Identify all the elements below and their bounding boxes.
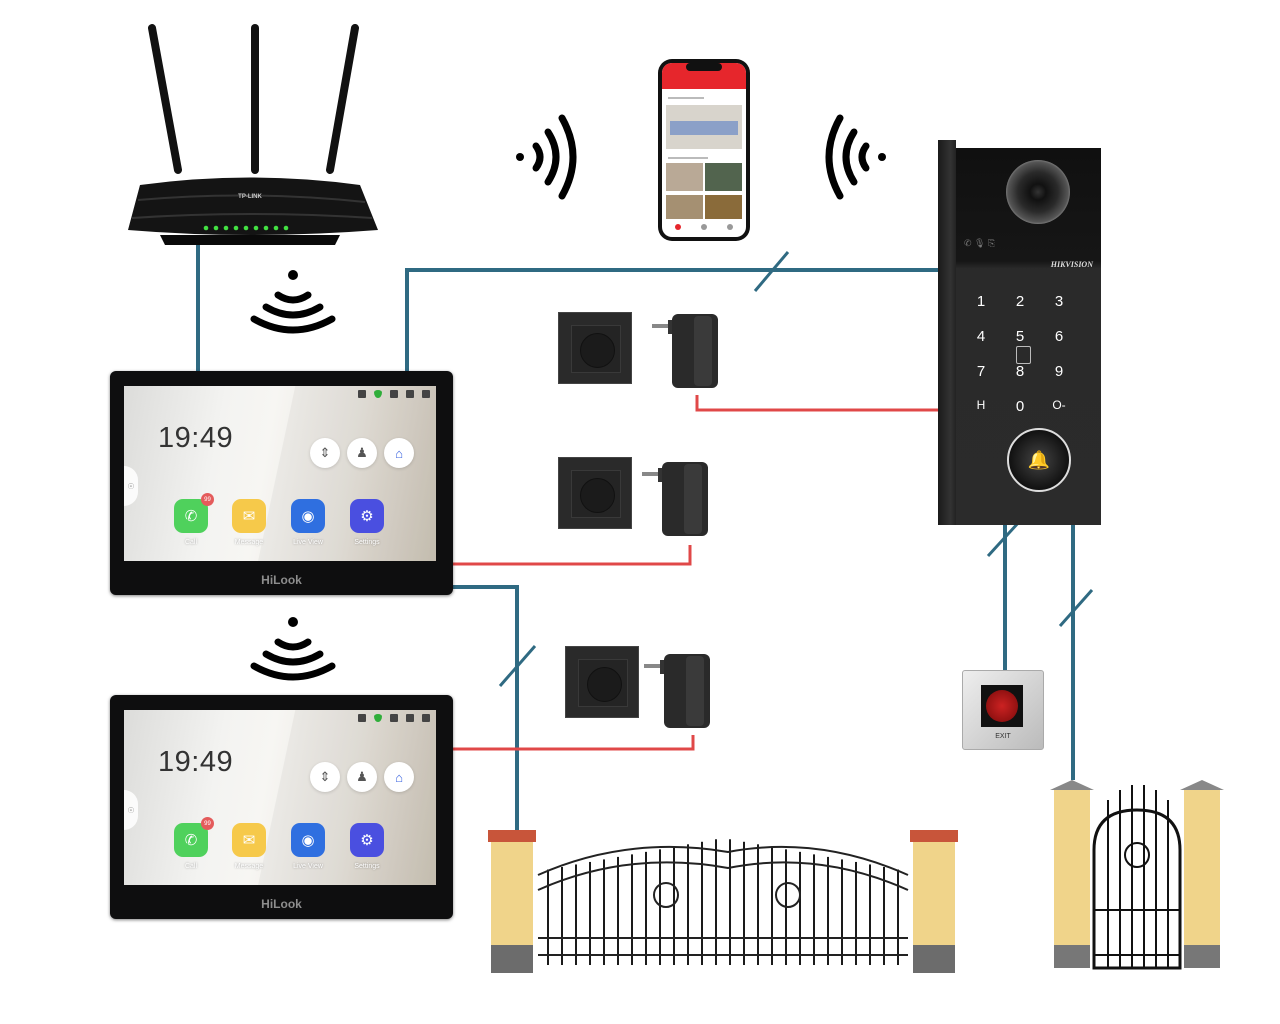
wire-monitor-to-door-station (405, 268, 938, 372)
power-wire-door-station (695, 395, 938, 412)
router-icon: TP-LINK (128, 24, 378, 245)
call-app-button[interactable]: ✆ 99 (174, 493, 214, 533)
keypad-key[interactable]: 4 (976, 328, 986, 345)
clock: 19:49 (158, 422, 234, 454)
keypad-key[interactable]: 2 (1015, 293, 1025, 310)
wicket-gate (1050, 780, 1224, 970)
keypad-key[interactable]: 8 (1015, 363, 1025, 380)
brick-pillar (488, 830, 536, 973)
envelope-icon: ✉ (242, 508, 256, 525)
keypad-key[interactable]: 0 (1015, 398, 1025, 415)
keypad-key[interactable]: H (976, 398, 986, 412)
message-app-button[interactable]: ✉ (232, 499, 266, 533)
app-label: Message (234, 863, 264, 870)
app-label: Call (184, 863, 198, 870)
smartphone-icon (658, 59, 750, 241)
app-label: Live View (293, 863, 323, 870)
keypad-key[interactable]: 3 (1054, 293, 1064, 310)
monitor-screen: 19:49 ⇕ ♟ ⌂ ☉ ✆ 99 Call ✉ Message ◉ Live… (124, 386, 436, 561)
brick-pillar (1180, 780, 1224, 968)
keypad-key[interactable]: 1 (976, 293, 986, 310)
live-view-app-button[interactable]: ◉ (291, 823, 325, 857)
keypad-key[interactable]: 7 (976, 363, 986, 380)
wall-socket (558, 457, 632, 529)
monitor-brand: HiLook (261, 573, 302, 587)
power-adapter-icon (652, 314, 718, 388)
guard-icon[interactable]: ♟ (347, 438, 377, 468)
call-app-button[interactable]: ✆ 99 (174, 817, 214, 857)
wire-monitors-to-gate-lock (453, 585, 519, 830)
power-adapter-icon (644, 654, 710, 728)
wireless-signal-icon (516, 114, 577, 200)
indoor-monitor: 19:49 ⇕ ♟ ⌂ ☉ ✆ 99 Call ✉ Message ◉ Live… (110, 695, 453, 919)
phone-icon: ✆ (184, 508, 198, 525)
app-label: Call (184, 539, 198, 546)
power-wire-monitor-2 (453, 735, 695, 751)
wall-socket (558, 312, 632, 384)
exit-button[interactable]: EXIT (962, 670, 1044, 750)
call-badge: 99 (201, 817, 214, 830)
keypad-key[interactable]: 5 (1015, 328, 1025, 345)
elevator-icon[interactable]: ⇕ (310, 762, 340, 792)
clock: 19:49 (158, 746, 234, 778)
indoor-monitor: 19:49 ⇕ ♟ ⌂ ☉ ✆ 99 Call ✉ Message ◉ Live… (110, 371, 453, 595)
side-panel-tab[interactable]: ☉ (124, 790, 138, 830)
wifi-icon (250, 270, 336, 334)
app-label: Settings (354, 863, 380, 870)
cable-marker (986, 520, 1021, 558)
home-user-icon[interactable]: ⌂ (384, 762, 414, 792)
live-view-app-button[interactable]: ◉ (291, 499, 325, 533)
wireless-signal-icon (825, 114, 886, 200)
wall-socket (565, 646, 639, 718)
door-status-icons: ✆ 🎙 ⎘ (964, 238, 996, 248)
gear-icon: ⚙ (360, 832, 374, 849)
door-station: ✆ 🎙 ⎘ HIKVISION 1 2 3 4 5 6 7 8 9 H 0 O-… (938, 140, 1101, 525)
cable-marker (753, 251, 790, 292)
exit-button-red-icon (986, 690, 1018, 722)
power-adapter-icon (642, 462, 708, 536)
cable-marker (1058, 589, 1094, 627)
double-swing-gate (488, 830, 958, 973)
status-bar (358, 390, 430, 398)
app-label: Message (234, 539, 264, 546)
door-station-brand: HIKVISION (1050, 260, 1093, 269)
settings-app-button[interactable]: ⚙ (350, 823, 384, 857)
live-view-icon: ◉ (301, 508, 315, 525)
home-user-icon[interactable]: ⌂ (384, 438, 414, 468)
keypad-key[interactable]: 6 (1054, 328, 1064, 345)
card-reader-icon (1016, 346, 1031, 364)
monitor-screen: 19:49 ⇕ ♟ ⌂ ☉ ✆ 99 Call ✉ Message ◉ Live… (124, 710, 436, 885)
guard-icon[interactable]: ♟ (347, 762, 377, 792)
gear-icon: ⚙ (360, 508, 374, 525)
monitor-brand: HiLook (261, 897, 302, 911)
exit-label: EXIT (995, 733, 1011, 740)
call-badge: 99 (201, 493, 214, 506)
message-app-button[interactable]: ✉ (232, 823, 266, 857)
router-brand: TP-LINK (238, 194, 262, 200)
keypad-key[interactable]: 9 (1054, 363, 1064, 380)
brick-pillar (1050, 780, 1094, 968)
camera-icon (1006, 160, 1070, 224)
side-panel-tab[interactable]: ☉ (124, 466, 138, 506)
status-bar (358, 714, 430, 722)
phone-icon: ✆ (184, 832, 198, 849)
cable-marker (498, 645, 537, 687)
live-view-icon: ◉ (301, 832, 315, 849)
app-label: Live View (293, 539, 323, 546)
envelope-icon: ✉ (242, 832, 256, 849)
key-icon[interactable]: O- (1052, 398, 1066, 412)
wifi-icon (250, 617, 336, 681)
brick-pillar (910, 830, 958, 973)
settings-app-button[interactable]: ⚙ (350, 499, 384, 533)
app-label: Settings (354, 539, 380, 546)
elevator-icon[interactable]: ⇕ (310, 438, 340, 468)
power-wire-monitor-1 (453, 545, 692, 566)
bell-icon[interactable]: 🔔 (1007, 428, 1071, 492)
